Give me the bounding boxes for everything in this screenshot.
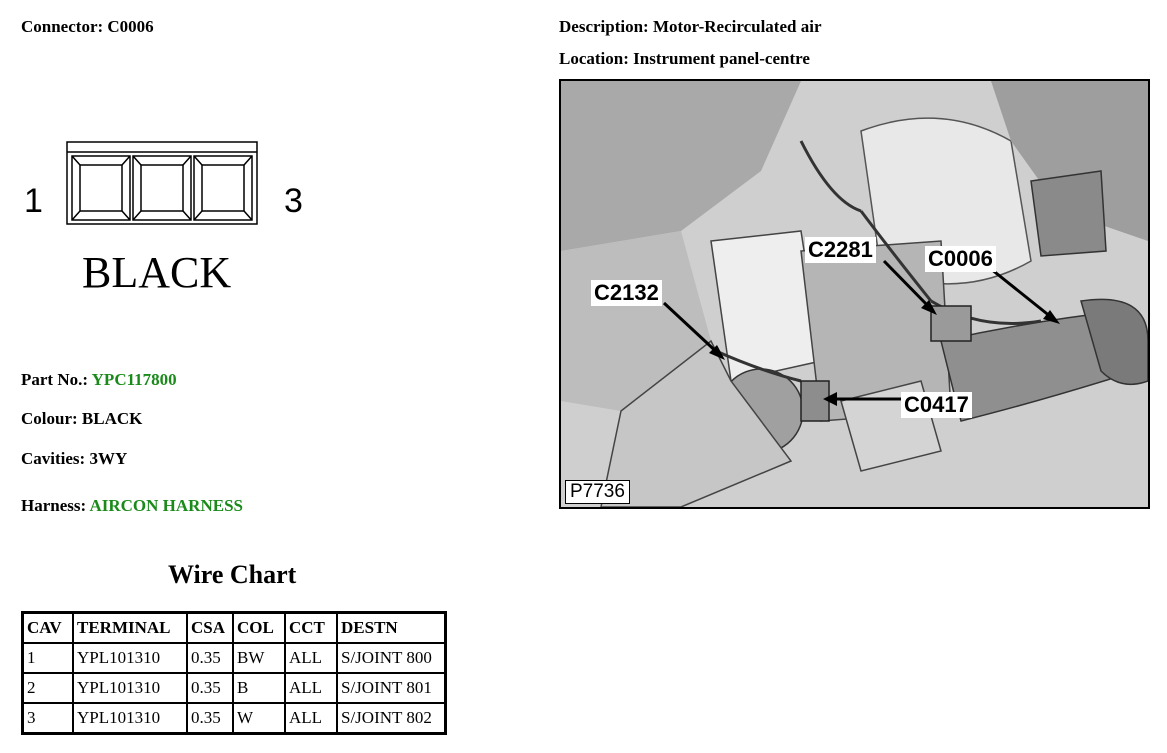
cavities-value: 3WY <box>89 449 128 468</box>
cell-terminal: YPL101310 <box>72 672 188 704</box>
cell-col: B <box>232 672 286 704</box>
header-destn: DESTN <box>336 611 447 644</box>
cell-cct: ALL <box>284 642 338 674</box>
colour-label: Colour: <box>21 409 78 428</box>
table-row: 2 YPL101310 0.35 B ALL S/JOINT 801 <box>21 672 447 704</box>
cell-csa: 0.35 <box>186 642 234 674</box>
table-row: 3 YPL101310 0.35 W ALL S/JOINT 802 <box>21 702 447 735</box>
connector-face-drawing: 1 3 BLACK <box>24 141 303 297</box>
location-photo: C2281 C0006 C2132 C0417 P7736 <box>559 79 1150 509</box>
callout-c0417: C0417 <box>901 392 972 418</box>
connector-line: Connector: C0006 <box>21 17 154 37</box>
cell-terminal: YPL101310 <box>72 702 188 735</box>
cell-destn: S/JOINT 800 <box>336 642 447 674</box>
callout-c2132: C2132 <box>591 280 662 306</box>
header-cct: CCT <box>284 611 338 644</box>
connector-diagram: 1 3 BLACK <box>20 130 320 310</box>
connector-label: Connector: <box>21 17 104 36</box>
cell-cct: ALL <box>284 702 338 735</box>
header-terminal: TERMINAL <box>72 611 188 644</box>
part-number-line: Part No.: YPC117800 <box>21 370 177 390</box>
wire-chart-header-row: CAV TERMINAL CSA COL CCT DESTN <box>21 611 447 644</box>
wire-chart-title: Wire Chart <box>168 560 297 589</box>
cell-destn: S/JOINT 802 <box>336 702 447 735</box>
header-cav: CAV <box>21 611 74 644</box>
harness-link[interactable]: AIRCON HARNESS <box>89 496 243 515</box>
location-value: Instrument panel-centre <box>633 49 810 68</box>
photo-reference-id: P7736 <box>565 480 630 504</box>
cell-terminal: YPL101310 <box>72 642 188 674</box>
header-col: COL <box>232 611 286 644</box>
header-csa: CSA <box>186 611 234 644</box>
description-label: Description: <box>559 17 649 36</box>
part-number-label: Part No.: <box>21 370 89 389</box>
harness-label: Harness: <box>21 496 87 515</box>
description-value: Motor-Recirculated air <box>652 17 822 36</box>
part-number-link[interactable]: YPC117800 <box>91 370 177 389</box>
connector-colour-text: BLACK <box>82 248 231 297</box>
colour-line: Colour: BLACK <box>21 409 142 429</box>
callout-c2281: C2281 <box>805 237 876 263</box>
cell-cav: 3 <box>21 702 74 735</box>
table-row: 1 YPL101310 0.35 BW ALL S/JOINT 800 <box>21 642 447 674</box>
cell-destn: S/JOINT 801 <box>336 672 447 704</box>
cell-cav: 2 <box>21 672 74 704</box>
cell-col: BW <box>232 642 286 674</box>
cell-col: W <box>232 702 286 735</box>
location-label: Location: <box>559 49 629 68</box>
description-line: Description: Motor-Recirculated air <box>559 17 821 37</box>
location-line: Location: Instrument panel-centre <box>559 49 810 69</box>
colour-value: BLACK <box>81 409 143 428</box>
callout-c0006: C0006 <box>925 246 996 272</box>
harness-line: Harness: AIRCON HARNESS <box>21 496 243 516</box>
cell-cav: 1 <box>21 642 74 674</box>
cell-csa: 0.35 <box>186 672 234 704</box>
pin-right-number: 3 <box>284 182 303 220</box>
wire-chart-table: CAV TERMINAL CSA COL CCT DESTN 1 YPL1013… <box>21 611 447 735</box>
cavities-label: Cavities: <box>21 449 86 468</box>
cell-csa: 0.35 <box>186 702 234 735</box>
cell-cct: ALL <box>284 672 338 704</box>
cavities-line: Cavities: 3WY <box>21 449 127 469</box>
location-photo-drawing <box>561 81 1148 507</box>
pin-left-number: 1 <box>24 182 43 220</box>
connector-value: C0006 <box>107 17 154 36</box>
